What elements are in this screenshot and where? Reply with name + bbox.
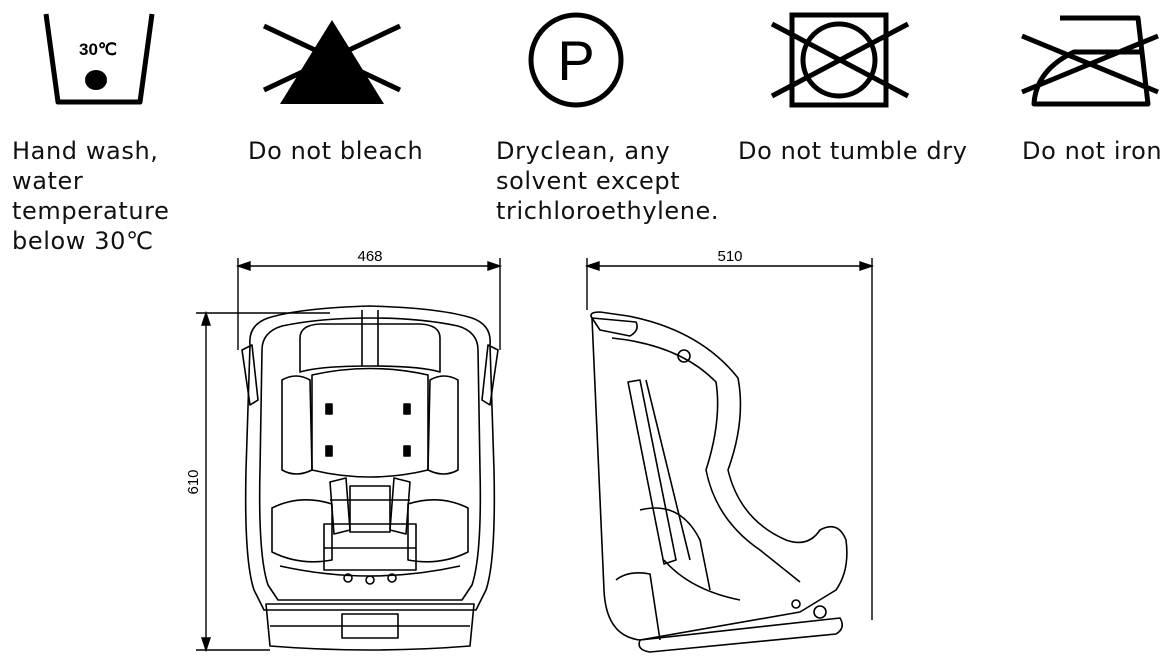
front-width-dimension [235,258,503,350]
wash-temperature-text: 30℃ [79,40,117,59]
car-seat-front-view [241,305,499,651]
side-depth-label: 510 [717,248,742,265]
do-not-tumble-dry-icon [770,12,910,108]
dryclean-label: Dryclean, any solvent except trichloroet… [496,137,720,225]
car-seat-side-view [590,311,848,653]
side-depth-dimension [584,258,875,620]
dryclean-letter-text: P [557,29,594,92]
do-not-tumble-dry-label: Do not tumble dry [738,137,968,165]
do-not-iron-label: Do not iron [1022,137,1163,165]
do-not-iron-icon [1021,15,1159,107]
hand-wash-30-icon: 30℃ [43,13,155,105]
do-not-bleach-icon [262,20,402,104]
height-dimension [196,310,330,653]
front-width-label: 468 [357,248,382,265]
dryclean-p-icon: P [528,12,624,108]
hand-wash-label: Hand wash, water temperature below 30℃ [12,137,170,255]
height-label: 610 [185,469,202,494]
do-not-bleach-label: Do not bleach [248,137,424,165]
